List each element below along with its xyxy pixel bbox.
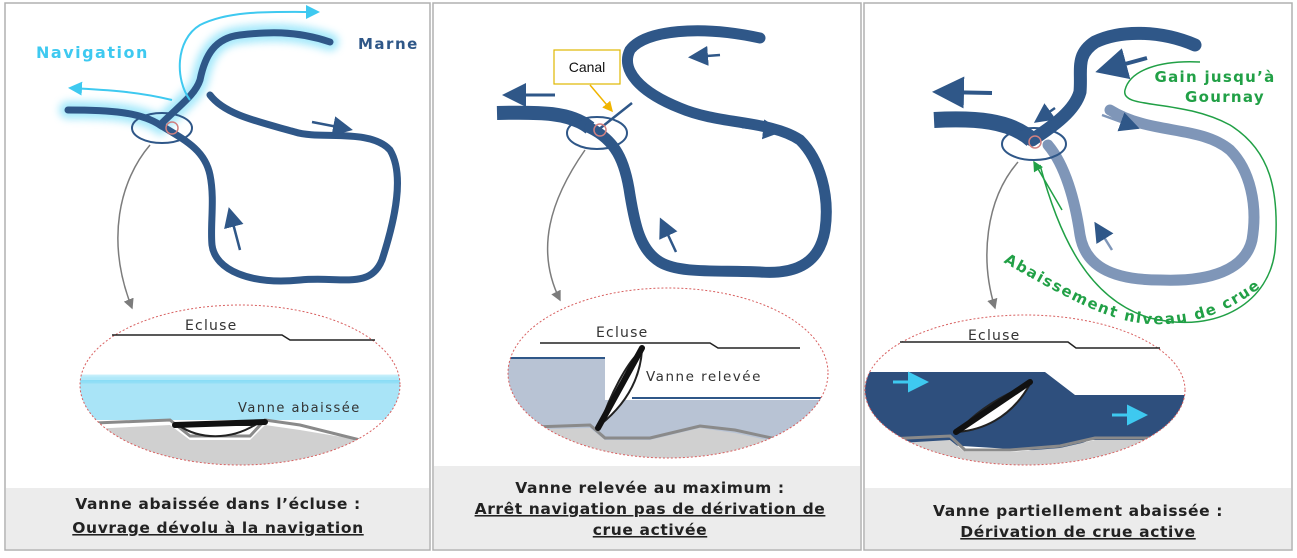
- panel-1-caption-box: [6, 488, 429, 549]
- caption-line-2: Arrêt navigation pas de dérivation de: [475, 500, 826, 518]
- lock-label-3: Ecluse: [968, 328, 1020, 344]
- gate-partial: [953, 379, 1033, 435]
- caption-line-1: Vanne relevée au maximum :: [515, 479, 784, 497]
- river-upper-path-3: [1025, 26, 1202, 147]
- lock-point-3: [1028, 135, 1042, 149]
- zoom-pointer-3: [986, 161, 1019, 310]
- river-label: Marne: [358, 35, 419, 53]
- navigation-arrow-left: [68, 81, 173, 101]
- river-main-path: [64, 29, 334, 130]
- lock-point: [165, 121, 179, 135]
- gain-curve: [1039, 61, 1277, 323]
- panel-2-caption-box: [434, 466, 860, 549]
- gate-body: [174, 424, 259, 438]
- gain-label-line-1: Gain jusqu’à: [1154, 68, 1275, 86]
- caption-line-1: Vanne partiellement abaissée :: [933, 502, 1223, 520]
- canal-pointer: [589, 84, 613, 113]
- zoom-pointer: [117, 144, 151, 310]
- flow-arrow-4: [688, 45, 721, 66]
- caption-line-3: crue activée: [593, 521, 707, 539]
- river-loop-path-2: [584, 25, 832, 278]
- lowering-arrow: [1033, 160, 1063, 211]
- gate-lowered: [172, 419, 268, 428]
- flow-arrow-7: [932, 76, 993, 109]
- lock-label: Ecluse: [185, 318, 237, 334]
- lock-label-2: Ecluse: [596, 325, 648, 341]
- lock-marker: [131, 112, 193, 144]
- flow-arrow-8: [1095, 48, 1148, 80]
- flow-arrow-11: [1094, 221, 1114, 251]
- gate-raised: [595, 345, 645, 431]
- panel-2: Canal Ecluse Vanne relevée Vanne relevée…: [432, 2, 862, 551]
- flow-arrow-2: [224, 207, 244, 251]
- canal-label: Canal: [569, 59, 606, 75]
- lock-point-2: [593, 123, 607, 137]
- gate-label-2: Vanne relevée: [646, 369, 762, 385]
- lock-marker-3: [1001, 127, 1067, 161]
- zoom-outline-1: [79, 304, 401, 466]
- river-west-path: [496, 105, 595, 134]
- flow-arrow-5: [741, 119, 783, 140]
- flow-arrow-9: [1033, 103, 1057, 123]
- caption-line-2: Dérivation de crue active: [960, 523, 1195, 541]
- gate-label: Vanne abaissée: [238, 401, 361, 416]
- lock-marker-2: [566, 116, 628, 150]
- canal-label-box: [553, 49, 621, 85]
- zoom-outline-3: [864, 314, 1186, 466]
- flow-arrow-1: [311, 116, 353, 136]
- zoom-pointer-2: [546, 149, 586, 302]
- zoom-outline-2: [507, 287, 829, 459]
- flow-arrow-6: [659, 217, 678, 253]
- river-loop-path: [156, 91, 402, 285]
- panel-1: Navigation Marne Ecluse Vanne abaissée V…: [4, 2, 431, 551]
- navigation-label: Navigation: [36, 43, 149, 62]
- panel-3-caption-box: [865, 488, 1291, 549]
- navigation-arrow-up: [178, 4, 320, 101]
- caption-line-2: Ouvrage dévolu à la navigation: [72, 519, 363, 537]
- panel-3: Gain jusqu’à Gournay Abaissement niveau …: [863, 2, 1293, 551]
- river-loop-path-3: [1042, 104, 1260, 286]
- lock-wall-2: [540, 342, 800, 349]
- flow-arrow-10: [1101, 112, 1140, 132]
- river-west-path-3: [933, 111, 1038, 147]
- lock-wall: [112, 334, 375, 341]
- lock-wall-3: [900, 341, 1160, 349]
- caption-line-1: Vanne abaissée dans l’écluse :: [75, 495, 361, 513]
- gain-label-line-2: Gournay: [1185, 88, 1265, 106]
